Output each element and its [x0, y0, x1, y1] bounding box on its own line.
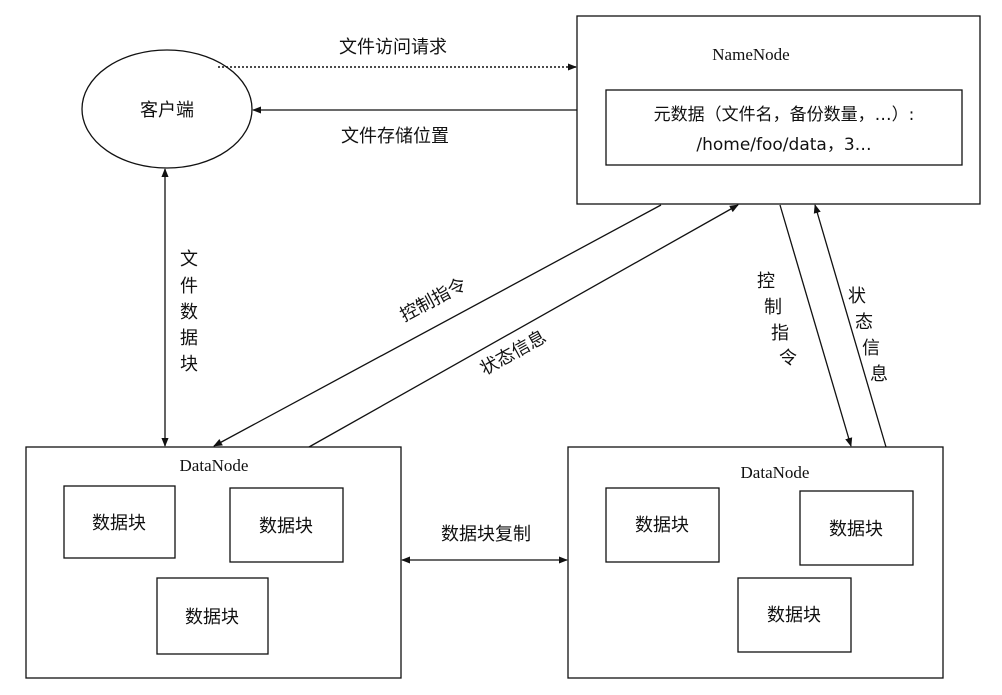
edge-label-file-data-block: 块 [180, 354, 198, 375]
namenode-box: NameNode 元数据（文件名，备份数量，…）: /home/foo/data… [576, 15, 981, 205]
edge-block-replication: 数据块复制 [401, 524, 568, 564]
edge-file-storage-location: 文件存储位置 [252, 106, 577, 147]
datanode-right-title: DataNode [741, 463, 810, 482]
edge-label-control-command-right: 控 [757, 271, 775, 292]
edge-label-status-info-right: 状 [848, 286, 866, 307]
client-label: 客户端 [140, 100, 194, 121]
data-block-label: 数据块 [259, 516, 313, 537]
datanode-right-box: DataNode 数据块 数据块 数据块 [567, 446, 944, 679]
data-block-label: 数据块 [92, 513, 146, 534]
edge-label-file-storage-location: 文件存储位置 [341, 126, 449, 147]
edge-label-control-command-right: 制 [764, 297, 782, 318]
edge-control-command-left: 控制指令 [213, 204, 662, 447]
data-block-label: 数据块 [829, 519, 883, 540]
edge-label-file-data-block: 据 [180, 328, 198, 349]
edge-status-info-right: 状 态 信 息 [813, 204, 888, 448]
edge-file-data-block: 文 件 数 据 块 [161, 168, 198, 447]
metadata-line2: /home/foo/data，3… [696, 135, 871, 155]
client-node: 客户端 [81, 49, 253, 169]
namenode-title: NameNode [712, 45, 789, 64]
data-block-label: 数据块 [185, 607, 239, 628]
edge-control-command-right: 控 制 指 令 [757, 204, 853, 447]
data-block: 数据块 [229, 487, 344, 563]
datanode-left-title: DataNode [180, 456, 249, 475]
edge-label-status-info-left: 状态信息 [477, 327, 550, 380]
data-block: 数据块 [605, 487, 720, 563]
data-block-label: 数据块 [767, 605, 821, 626]
edge-label-file-data-block: 件 [180, 276, 198, 297]
edge-label-file-data-block: 数 [180, 302, 198, 323]
data-block: 数据块 [799, 490, 914, 566]
metadata-line1: 元数据（文件名，备份数量，…）: [654, 105, 915, 125]
edge-label-file-access-request: 文件访问请求 [339, 37, 447, 58]
edge-label-block-replication: 数据块复制 [441, 524, 531, 545]
metadata-box [605, 89, 963, 166]
edge-label-control-command-right: 令 [779, 348, 797, 369]
data-block: 数据块 [156, 577, 269, 655]
edge-label-status-info-right: 态 [855, 312, 873, 333]
edge-label-control-command-left: 控制指令 [397, 274, 470, 326]
edge-status-info-left: 状态信息 [308, 204, 739, 448]
datanode-left-box: DataNode 数据块 数据块 数据块 [25, 446, 402, 679]
edge-file-access-request: 文件访问请求 [218, 37, 577, 71]
edge-label-status-info-right: 息 [870, 364, 888, 385]
edge-label-control-command-right: 指 [771, 323, 789, 344]
edge-label-status-info-right: 信 [862, 338, 880, 359]
edge-label-file-data-block: 文 [180, 249, 198, 270]
data-block-label: 数据块 [635, 515, 689, 536]
data-block: 数据块 [737, 577, 852, 653]
data-block: 数据块 [63, 485, 176, 559]
